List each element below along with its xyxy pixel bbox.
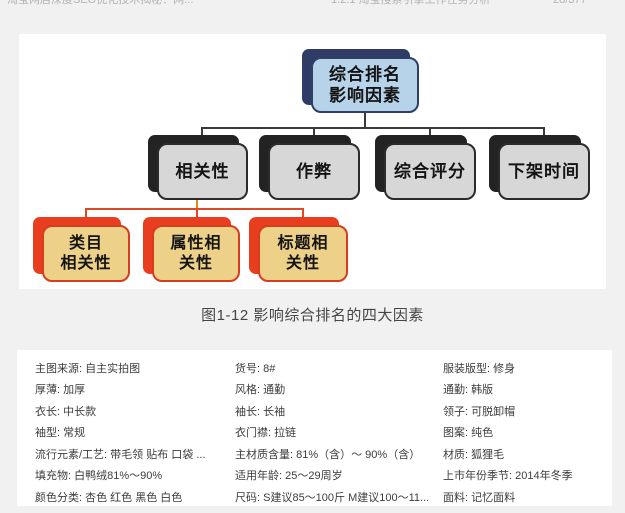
diagram-node-root: 综合排名 影响因素 bbox=[302, 49, 419, 113]
attr-pattern: 图案: 纯色 bbox=[443, 427, 494, 440]
diagram-node-cheating: 作弊 bbox=[259, 135, 360, 200]
attr-size-guide: 尺码: S建议85～100斤 M建议100～11... bbox=[235, 491, 430, 504]
table-row: 厚薄: 加厚 风格: 通勤 通勤: 韩版 bbox=[35, 379, 612, 401]
connector-level2-drop-1 bbox=[201, 129, 203, 137]
attr-collar: 领子: 可脱卸帽 bbox=[443, 405, 516, 418]
page-indicator: 28/377 bbox=[553, 0, 587, 6]
figure-panel: 综合排名 影响因素 相关性 作弊 综合评分 下架时间 类目 相关性 属性相 关性 bbox=[19, 34, 606, 289]
book-title: 淘宝网店深度SEO优化技术揭秘：网... bbox=[7, 0, 194, 6]
table-row: 颜色分类: 杏色 红色 黑色 白色 尺码: S建议85～100斤 M建议100～… bbox=[35, 486, 612, 508]
diagram-node-delisting-time: 下架时间 bbox=[489, 135, 590, 200]
connector-level3-rail bbox=[85, 208, 304, 210]
attr-placket: 衣门襟: 拉链 bbox=[235, 427, 297, 440]
diagram-node-attribute-relevance: 属性相 关性 bbox=[143, 217, 240, 282]
attr-trend-elements: 流行元素/工艺: 带毛领 贴布 口袋 ... bbox=[35, 448, 206, 461]
connector-relevance-drop bbox=[196, 200, 198, 210]
reader-header: 淘宝网店深度SEO优化技术揭秘：网... 1.2.1 淘宝搜索引擎工作任务分析 … bbox=[0, 0, 625, 9]
attr-release-season: 上市年份季节: 2014年冬季 bbox=[443, 470, 573, 483]
attr-material-content: 主材质含量: 81%（含）～ 90%（含） bbox=[235, 448, 421, 461]
node-label: 综合评分 bbox=[384, 143, 476, 200]
node-label: 作弊 bbox=[268, 143, 360, 200]
diagram-node-title-relevance: 标题相 关性 bbox=[249, 217, 348, 282]
attr-filling: 填充物: 白鸭绒81%～90% bbox=[35, 470, 163, 483]
connector-level2-drop-2 bbox=[313, 129, 315, 137]
attr-sleeve-type: 袖型: 常规 bbox=[35, 427, 86, 440]
attr-style: 风格: 通勤 bbox=[235, 384, 286, 397]
diagram-node-relevance: 相关性 bbox=[148, 135, 248, 200]
node-label: 标题相 关性 bbox=[258, 225, 348, 282]
attr-fabric: 面料: 记忆面料 bbox=[443, 491, 516, 504]
attr-thickness: 厚薄: 加厚 bbox=[35, 384, 86, 397]
figure-caption: 图1-12 影响综合排名的四大因素 bbox=[201, 307, 424, 324]
attr-material: 材质: 狐狸毛 bbox=[443, 448, 505, 461]
connector-root-drop bbox=[364, 113, 366, 129]
table-row: 袖型: 常规 衣门襟: 拉链 图案: 纯色 bbox=[35, 422, 612, 444]
diagram-node-category-relevance: 类目 相关性 bbox=[33, 217, 130, 282]
connector-level3-drop-1 bbox=[85, 210, 87, 219]
connector-level2-drop-4 bbox=[543, 129, 545, 137]
node-label: 综合排名 影响因素 bbox=[311, 57, 419, 113]
attr-commute: 通勤: 韩版 bbox=[443, 384, 494, 397]
connector-level2-rail bbox=[201, 127, 545, 129]
node-label: 类目 相关性 bbox=[42, 225, 130, 282]
table-row: 主图来源: 自主实拍图 货号: 8# 服装版型: 修身 bbox=[35, 357, 612, 379]
attr-color-options: 颜色分类: 杏色 红色 黑色 白色 bbox=[35, 491, 183, 504]
node-label: 属性相 关性 bbox=[152, 225, 240, 282]
node-label: 相关性 bbox=[157, 143, 248, 200]
table-row: 流行元素/工艺: 带毛领 贴布 口袋 ... 主材质含量: 81%（含）～ 90… bbox=[35, 443, 612, 465]
attr-garment-length: 衣长: 中长款 bbox=[35, 405, 97, 418]
attributes-panel: 主图来源: 自主实拍图 货号: 8# 服装版型: 修身 厚薄: 加厚 风格: 通… bbox=[17, 350, 612, 506]
connector-level2-drop-3 bbox=[429, 129, 431, 137]
diagram-node-overall-score: 综合评分 bbox=[375, 135, 476, 200]
connector-level3-drop-3 bbox=[302, 210, 304, 219]
attr-age-range: 适用年龄: 25～29周岁 bbox=[235, 470, 343, 483]
node-label: 下架时间 bbox=[498, 143, 590, 200]
table-row: 衣长: 中长款 袖长: 长袖 领子: 可脱卸帽 bbox=[35, 400, 612, 422]
attr-item-number: 货号: 8# bbox=[235, 362, 276, 375]
attr-fit-type: 服装版型: 修身 bbox=[443, 362, 516, 375]
table-row: 填充物: 白鸭绒81%～90% 适用年龄: 25～29周岁 上市年份季节: 20… bbox=[35, 465, 612, 487]
attr-main-image-source: 主图来源: 自主实拍图 bbox=[35, 362, 141, 375]
attr-sleeve-length: 袖长: 长袖 bbox=[235, 405, 286, 418]
connector-level3-drop-2 bbox=[196, 210, 198, 219]
chapter-title: 1.2.1 淘宝搜索引擎工作任务分析 bbox=[331, 0, 491, 6]
